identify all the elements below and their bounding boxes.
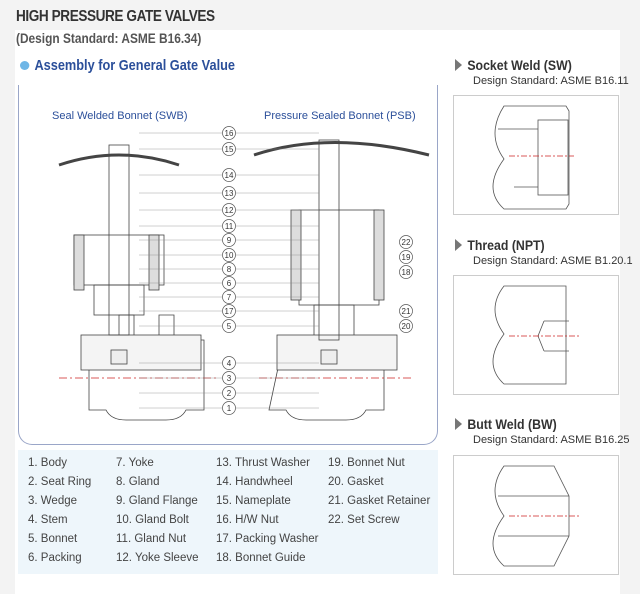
callout-number: 15 <box>225 145 234 154</box>
end-title: Socket Weld (SW) <box>467 57 572 73</box>
callout-circle <box>222 386 236 400</box>
callout-number: 19 <box>402 253 411 262</box>
callout-number: 1 <box>227 404 232 413</box>
callout-circle <box>222 304 236 318</box>
bullet-icon <box>20 61 30 70</box>
callout-circle <box>222 126 236 140</box>
legend-item: 16. H/W Nut <box>216 514 279 526</box>
legend-item: 8. Gland <box>116 476 160 488</box>
callout-number: 6 <box>227 279 232 288</box>
section-heading: Assembly for General Gate Value <box>20 57 235 74</box>
legend-item: 19. Bonnet Nut <box>328 457 405 469</box>
end-thread: Thread (NPT) Design Standard: ASME B1.20.… <box>455 237 633 267</box>
legend-item: 17. Packing Washer <box>216 533 319 545</box>
callout-number: 13 <box>225 189 234 198</box>
callout-circle <box>399 319 413 333</box>
legend-item: 7. Yoke <box>116 457 154 469</box>
legend-item: 4. Stem <box>28 514 68 526</box>
callout-number: 12 <box>225 206 234 215</box>
legend-item: 10. Gland Bolt <box>116 514 189 526</box>
callout-circle <box>222 219 236 233</box>
legend-item: 11. Gland Nut <box>116 533 187 545</box>
end-standard: Design Standard: ASME B16.11 <box>473 75 629 87</box>
end-socket-weld: Socket Weld (SW) Design Standard: ASME B1… <box>455 57 629 87</box>
callout-circle <box>222 186 236 200</box>
callout-number: 9 <box>227 236 232 245</box>
label-swb: Seal Welded Bonnet (SWB) <box>52 110 188 122</box>
callout-circle <box>399 265 413 279</box>
callout-circle <box>399 235 413 249</box>
chevron-icon <box>455 239 463 251</box>
end-butt-weld: Butt Weld (BW) Design Standard: ASME B16.… <box>455 416 630 446</box>
end-title: Butt Weld (BW) <box>467 416 557 432</box>
callout-number: 4 <box>227 359 232 368</box>
legend-item: 2. Seat Ring <box>28 476 92 488</box>
end-standard: Design Standard: ASME B16.25 <box>473 434 630 446</box>
assembly-diagram: Seal Welded Bonnet (SWB) Pressure Sealed… <box>18 85 438 445</box>
end-title: Thread (NPT) <box>467 237 545 253</box>
parts-legend: 1. Body 2. Seat Ring 3. Wedge 4. Stem 5. Bon… <box>18 450 438 574</box>
callout-circle <box>222 233 236 247</box>
callout-number: 22 <box>402 238 411 247</box>
legend-item: 3. Wedge <box>28 495 78 507</box>
callout-circle <box>222 142 236 156</box>
callout-number: 10 <box>225 251 234 260</box>
legend-item: 9. Gland Flange <box>116 495 198 507</box>
callout-number: 21 <box>402 307 411 316</box>
callout-number: 18 <box>402 268 411 277</box>
callout-circle <box>222 371 236 385</box>
section-heading-text: Assembly for General Gate Value <box>34 57 235 74</box>
callout-number: 16 <box>225 129 234 138</box>
legend-item: 18. Bonnet Guide <box>216 552 306 564</box>
valve-drawing: Seal Welded Bonnet (SWB) Pressure Sealed… <box>52 110 430 421</box>
callout-number: 3 <box>227 374 232 383</box>
callout-circle <box>222 276 236 290</box>
legend-item: 12. Yoke Sleeve <box>116 552 199 564</box>
callout-circle <box>222 168 236 182</box>
legend-item: 14. Handwheel <box>216 476 293 488</box>
callout-circle <box>222 356 236 370</box>
label-psb: Pressure Sealed Bonnet (PSB) <box>264 110 416 122</box>
page-title: HIGH PRESSURE GATE VALVES <box>16 8 215 25</box>
legend-item: 5. Bonnet <box>28 533 78 545</box>
callout-circle <box>399 304 413 318</box>
legend-item: 21. Gasket Retainer <box>328 495 431 507</box>
end-standard: Design Standard: ASME B1.20.1 <box>473 255 633 267</box>
callout-circle <box>222 262 236 276</box>
callout-number: 5 <box>227 322 232 331</box>
butt-weld-drawing <box>453 455 619 575</box>
callout-number: 20 <box>402 322 411 331</box>
chevron-icon <box>455 418 463 430</box>
legend-item: 6. Packing <box>28 552 82 564</box>
callout-number: 17 <box>225 307 234 316</box>
callout-number: 11 <box>225 222 234 231</box>
legend-item: 1. Body <box>28 457 67 469</box>
legend-item: 22. Set Screw <box>328 514 400 526</box>
callout-circle <box>222 401 236 415</box>
callout-number: 7 <box>227 293 232 302</box>
legend-item: 15. Nameplate <box>216 495 291 507</box>
callout-circle <box>222 290 236 304</box>
callout-number: 8 <box>227 265 232 274</box>
legend-item: 13. Thrust Washer <box>216 457 310 469</box>
thread-drawing <box>453 275 619 395</box>
legend-item: 20. Gasket <box>328 476 384 488</box>
page-subtitle: (Design Standard: ASME B16.34) <box>16 30 202 46</box>
callout-number: 14 <box>225 171 234 180</box>
callout-circle <box>222 203 236 217</box>
socket-weld-drawing <box>453 95 619 215</box>
callout-circle <box>222 248 236 262</box>
callout-number: 2 <box>227 389 232 398</box>
chevron-icon <box>455 59 463 71</box>
callout-circle <box>399 250 413 264</box>
callout-circle <box>222 319 236 333</box>
